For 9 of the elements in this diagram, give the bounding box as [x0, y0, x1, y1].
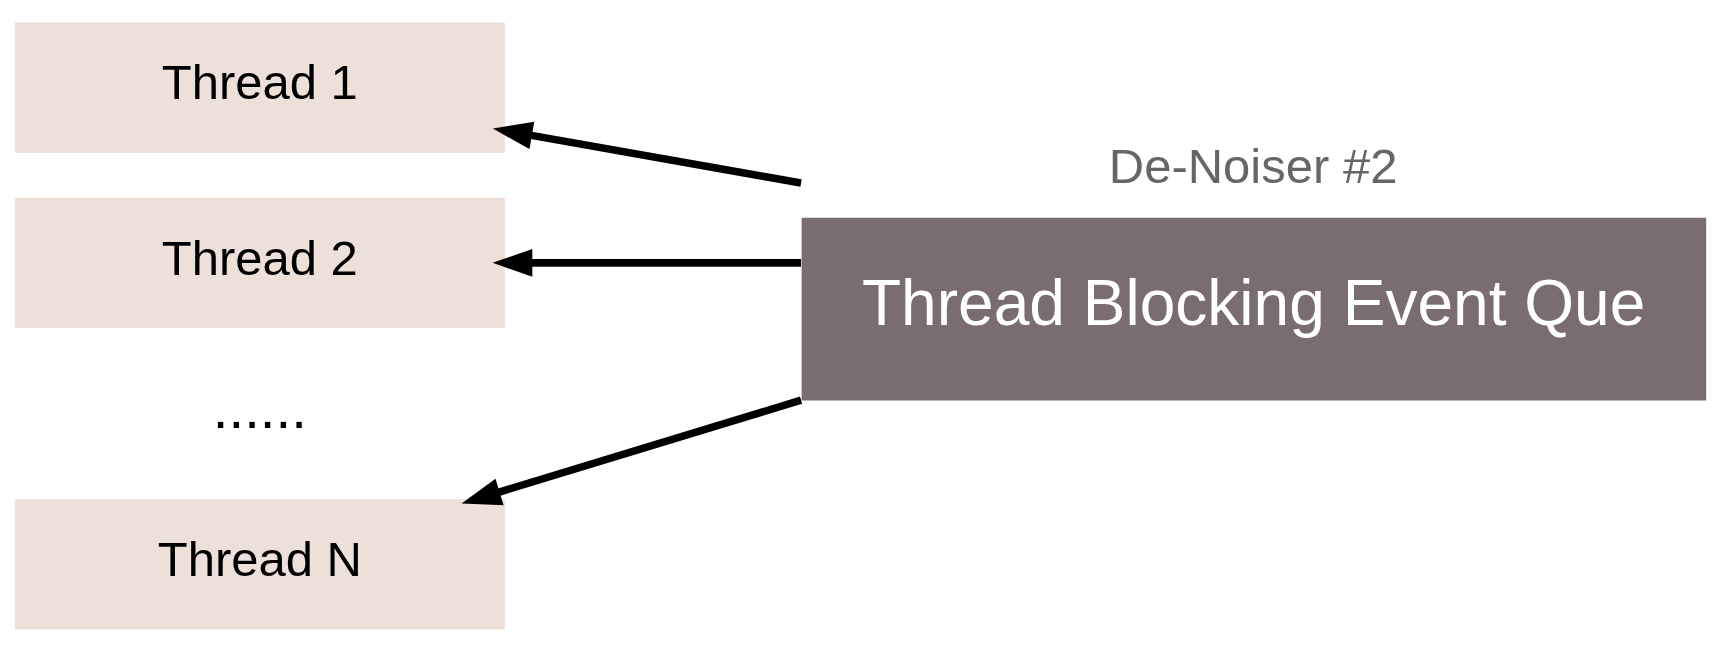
node-label: De-Noiser #2 [1108, 139, 1398, 194]
node-box: Thread Blocking Event Que [801, 217, 1707, 401]
arrow [492, 248, 802, 277]
arrow [492, 121, 802, 187]
label: ...... [212, 376, 307, 440]
arrow [461, 396, 803, 506]
node-box: Thread N [14, 499, 505, 630]
node-box: Thread 1 [14, 22, 505, 153]
node-box: Thread 2 [14, 197, 505, 328]
